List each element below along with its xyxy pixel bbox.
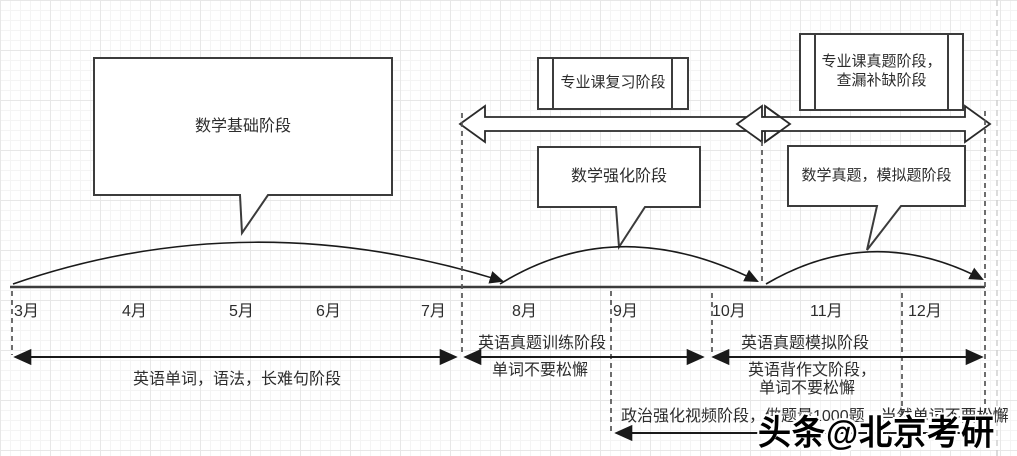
phase-label-english-essay: 英语背作文阶段， [747,362,876,379]
phase-label-english-training-sub: 单词不要松懈 [491,362,588,379]
label-pro-real: 专业课真题阶段， 查漏补缺阶段 [800,34,963,110]
bubble-math-intensive [537,146,701,251]
phase-label-english-essay-sub: 单词不要松懈 [758,380,855,397]
month-label-12: 12月 [908,303,942,320]
fat-arrow-cross-restroke [764,105,792,143]
arc-phase-3 [765,250,984,285]
month-label-3: 3月 [14,303,39,320]
phase-label-politics: 政治强化视频阶段，做题量1000题，当然单词不要松懈 [621,408,1009,425]
label-pro-real-line2: 查漏补缺阶段 [836,72,927,89]
watermark-text: 头条@北京考研君V [758,413,996,452]
process-box-pro-review [537,57,689,110]
process-box-pro-real [799,33,964,111]
bubble-math-real [787,145,966,251]
month-label-4: 4月 [122,303,147,320]
phase-arrows [13,348,984,442]
month-label-5: 5月 [229,303,254,320]
label-pro-review: 专业课复习阶段 [560,74,666,92]
arc-phase-2 [499,245,759,285]
label-pro-real-line1: 专业课真题阶段， [821,53,942,71]
fat-double-arrow-right [735,104,992,144]
phase-label-english-mock: 英语真题模拟阶段 [740,335,869,352]
bubble-math-basic [93,57,393,237]
month-label-8: 8月 [512,303,537,320]
month-label-11: 11月 [810,303,843,320]
label-math-real: 数学真题，模拟题阶段 [801,166,952,184]
month-label-6: 6月 [316,303,341,320]
month-label-10: 10月 [712,303,746,320]
dashed-guides [11,111,986,441]
label-math-basic: 数学基础阶段 [194,117,291,135]
phase-label-english-training: 英语真题训练阶段 [477,335,606,352]
phase-label-english-basic: 英语单词，语法，长难句阶段 [132,371,341,388]
arc-phase-1 [12,241,505,285]
month-label-9: 9月 [613,303,638,320]
label-math-intensive: 数学强化阶段 [570,168,667,185]
month-label-7: 7月 [421,303,446,320]
